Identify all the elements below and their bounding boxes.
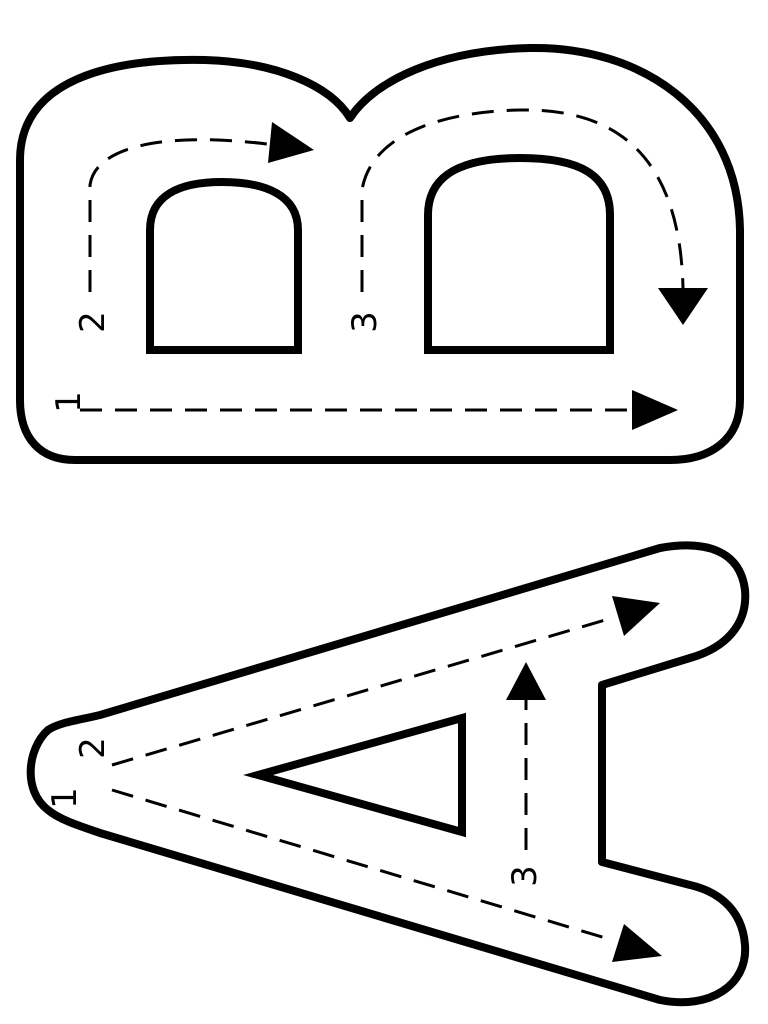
letter-a-stroke-1-arrow <box>612 924 662 962</box>
letter-a-stroke-3-arrow <box>506 662 546 700</box>
letter-b-stroke-3-path <box>360 108 685 292</box>
letter-a-stroke-2-path <box>111 616 613 767</box>
letter-b-stroke-number-1: 1 <box>49 391 89 413</box>
letter-b-hole-right <box>424 153 614 354</box>
letter-a-stroke-number-2: 2 <box>73 737 113 759</box>
letter-b-outline <box>16 43 744 464</box>
letter-a-hole <box>243 712 466 838</box>
letter-a-stroke-number-1: 1 <box>45 787 85 809</box>
letter-b-stroke-3-arrow <box>658 288 708 325</box>
letter-b-stroke-2-path <box>88 138 276 292</box>
letter-a-stroke-number-3: 3 <box>505 865 545 887</box>
letter-a-stroke-2-arrow <box>612 596 660 636</box>
letter-a: 1 2 3 <box>26 541 750 1007</box>
letter-b-hole-left <box>146 177 302 354</box>
letter-b-stroke-number-3: 3 <box>345 311 385 333</box>
letter-b-stroke-number-2: 2 <box>73 311 113 333</box>
letter-b-stroke-1-arrow <box>632 390 678 430</box>
letter-b: 1 2 3 <box>16 43 744 464</box>
letter-b-stroke-2-arrow <box>268 122 314 163</box>
letter-a-stroke-1-path <box>111 788 613 942</box>
